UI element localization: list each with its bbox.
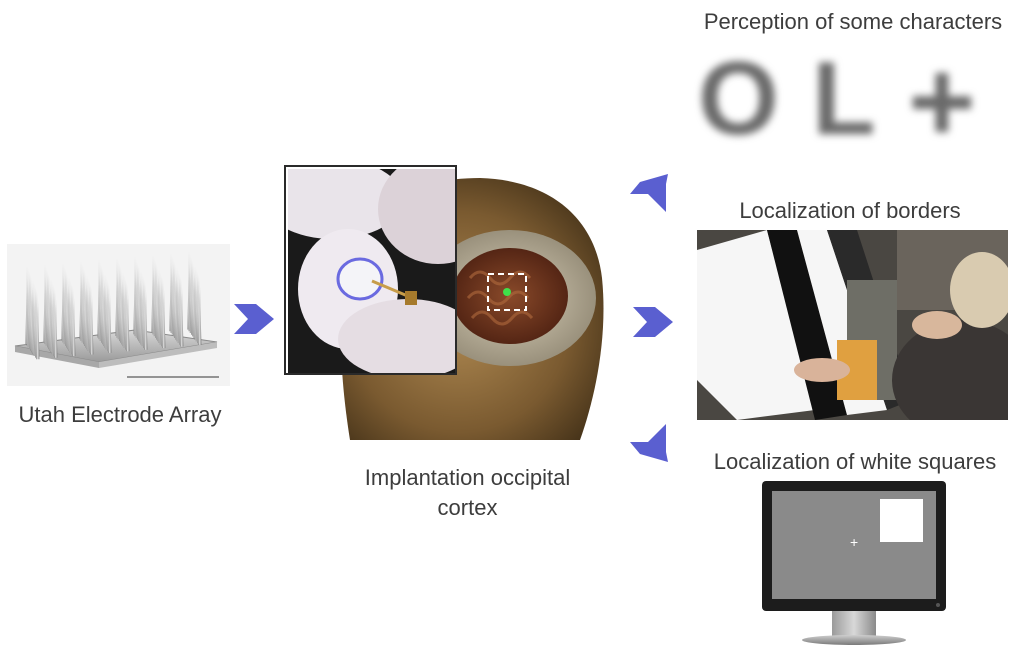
monitor-stand bbox=[832, 611, 876, 637]
crosshair: + bbox=[850, 534, 859, 550]
monitor-base bbox=[802, 635, 906, 645]
electrode-pin bbox=[72, 288, 76, 357]
electrode-pin bbox=[36, 292, 40, 360]
electrode-pin bbox=[198, 277, 202, 345]
white-square bbox=[880, 499, 923, 542]
power-led bbox=[936, 603, 940, 607]
electrode-pin bbox=[54, 290, 58, 358]
character-plus: + bbox=[908, 36, 976, 166]
electrode-array-illustration bbox=[14, 251, 219, 378]
electrode-pin bbox=[108, 285, 112, 353]
arrow-down-right-icon bbox=[630, 424, 668, 462]
chevron-right-icon bbox=[633, 307, 673, 337]
utah-array-photo bbox=[7, 244, 230, 386]
electrode-pin bbox=[126, 284, 130, 352]
squares-label: Localization of white squares bbox=[713, 449, 997, 474]
electrode-pin bbox=[90, 287, 94, 355]
implant-label: Implantation occipital cortex bbox=[364, 465, 571, 520]
arrow-up-right-icon bbox=[630, 174, 668, 212]
electrode-pin bbox=[144, 282, 148, 350]
character-o: O bbox=[698, 41, 779, 157]
array-label: Utah Electrode Array bbox=[18, 402, 222, 427]
electrode-pin bbox=[162, 280, 166, 349]
character-l: L bbox=[812, 41, 876, 157]
electrode-pins bbox=[25, 251, 202, 360]
monitor-screen: + bbox=[772, 491, 936, 599]
chevron-right-icon bbox=[234, 304, 274, 334]
blurred-characters: O L + bbox=[690, 36, 1020, 166]
monitor: + bbox=[762, 481, 946, 649]
borders-photo bbox=[697, 230, 1008, 420]
electrode-pin bbox=[180, 279, 184, 347]
characters-label: Perception of some characters bbox=[703, 9, 1003, 34]
surgery-inset-photo bbox=[284, 165, 457, 375]
borders-label: Localization of borders bbox=[739, 198, 961, 223]
